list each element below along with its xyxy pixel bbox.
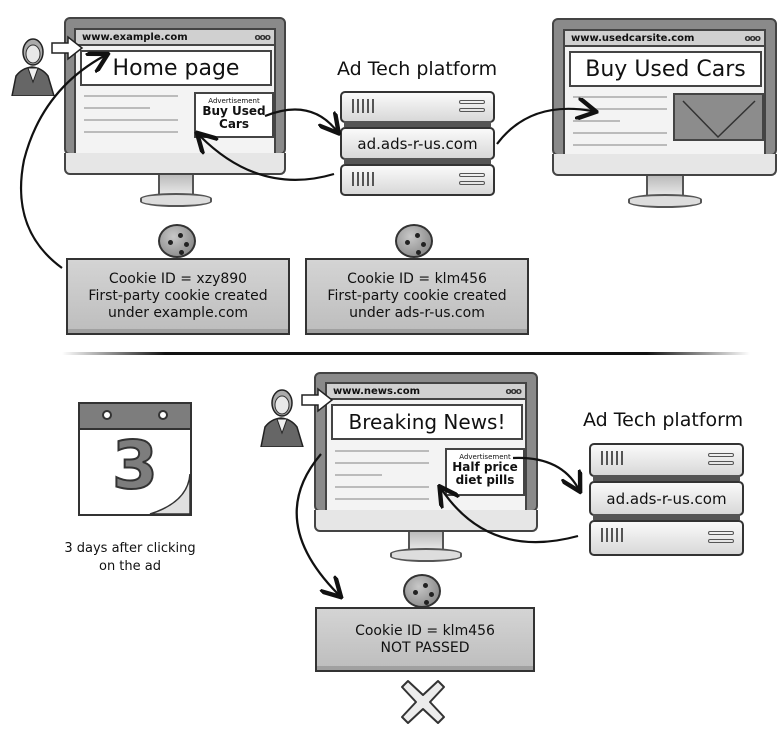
- text-lines: [573, 96, 667, 156]
- server-domain: ad.ads-r-us.com: [606, 489, 727, 508]
- url-text: www.news.com: [333, 386, 420, 397]
- cookie-desc: First-party cookie created: [327, 288, 507, 304]
- url-bar[interactable]: www.example.com ooo: [76, 30, 274, 46]
- monitor-chin: [552, 154, 777, 176]
- cookie-box-ads-r-us: Cookie ID = klm456 First-party cookie cr…: [305, 258, 529, 335]
- ad-text-line2: diet pills: [455, 473, 515, 487]
- window-controls-icon[interactable]: ooo: [744, 34, 761, 44]
- monitor-stand: [646, 176, 684, 198]
- server-domain-unit: ad.ads-r-us.com: [340, 127, 495, 160]
- ad-tech-title-top: Ad Tech platform: [337, 58, 498, 80]
- ad-text-line2: Cars: [219, 117, 249, 131]
- text-lines: [335, 450, 429, 510]
- cookie-status: NOT PASSED: [380, 639, 470, 656]
- cookie-icon: [395, 224, 433, 258]
- calendar-caption: 3 days after clicking on the ad: [45, 540, 215, 576]
- page-headline: Buy Used Cars: [569, 51, 762, 87]
- url-bar[interactable]: www.news.com ooo: [327, 384, 525, 400]
- caption-line2: on the ad: [98, 559, 161, 574]
- caption-line1: 3 days after clicking: [64, 541, 196, 556]
- cookie-id: Cookie ID = klm456: [355, 622, 495, 639]
- window-controls-icon[interactable]: ooo: [505, 387, 522, 397]
- publisher-monitor-top: www.example.com ooo Home page Advertisem…: [64, 17, 286, 209]
- cookie-id: Cookie ID = xzy890: [108, 271, 248, 287]
- server-unit: [589, 443, 744, 477]
- monitor-foot: [390, 548, 462, 562]
- user-avatar-bottom: [259, 385, 305, 448]
- browser-window: www.example.com ooo Home page Advertisem…: [74, 28, 276, 156]
- url-bar[interactable]: www.usedcarsite.com ooo: [565, 31, 764, 47]
- cookie-id: Cookie ID = klm456: [347, 271, 487, 287]
- calendar-day: 3: [111, 426, 159, 505]
- vent-icon: [352, 172, 376, 186]
- server-unit: [589, 520, 744, 556]
- advertiser-monitor: www.usedcarsite.com ooo Buy Used Cars: [552, 18, 777, 210]
- ad-text-line1: Buy Used: [202, 104, 266, 118]
- server-unit: [340, 91, 495, 123]
- url-text: www.example.com: [82, 32, 188, 43]
- ad-tech-server-top: ad.ads-r-us.com: [340, 91, 495, 196]
- monitor-stand: [158, 175, 194, 197]
- server-domain: ad.ads-r-us.com: [357, 134, 478, 153]
- ad-tech-server-bottom: ad.ads-r-us.com: [589, 443, 744, 556]
- vent-icon: [352, 99, 376, 113]
- headline-text: Buy Used Cars: [585, 56, 746, 82]
- advertisement-box[interactable]: Advertisement Buy Used Cars: [194, 92, 274, 138]
- monitor-foot: [140, 193, 212, 207]
- publisher-monitor-bottom: www.news.com ooo Breaking News! Advertis…: [314, 372, 538, 564]
- advertisement-box[interactable]: Advertisement Half price diet pills: [445, 448, 525, 496]
- ad-label: Advertisement: [459, 453, 511, 461]
- cookie-box-example: Cookie ID = xzy890 First-party cookie cr…: [66, 258, 290, 335]
- headline-text: Breaking News!: [348, 410, 506, 434]
- url-text: www.usedcarsite.com: [571, 33, 695, 44]
- cookie-domain: under example.com: [107, 305, 249, 321]
- cookie-domain: under ads-r-us.com: [349, 305, 485, 321]
- ad-label: Advertisement: [208, 97, 260, 105]
- ad-text-line1: Half price: [452, 460, 518, 474]
- headline-text: Home page: [112, 55, 240, 81]
- cookie-icon: [403, 574, 441, 608]
- monitor-foot: [628, 194, 702, 208]
- browser-window: www.usedcarsite.com ooo Buy Used Cars: [563, 29, 766, 157]
- monitor-chin: [64, 153, 286, 175]
- x-mark-icon: [401, 680, 445, 724]
- ad-tech-title-bottom: Ad Tech platform: [583, 409, 744, 431]
- image-placeholder: [673, 93, 764, 141]
- vent-icon: [601, 451, 625, 465]
- monitor-chin: [314, 510, 538, 532]
- page-headline: Breaking News!: [331, 404, 523, 440]
- text-lines: [84, 95, 178, 143]
- browser-window: www.news.com ooo Breaking News! Advertis…: [325, 382, 527, 512]
- vent-icon: [601, 528, 625, 542]
- calendar-header: [78, 402, 192, 430]
- section-divider: [62, 352, 750, 355]
- cookie-box-not-passed: Cookie ID = klm456 NOT PASSED: [315, 607, 535, 672]
- calendar-icon: 3: [78, 402, 192, 516]
- page-headline: Home page: [80, 50, 272, 86]
- window-controls-icon[interactable]: ooo: [254, 33, 271, 43]
- cookie-desc: First-party cookie created: [88, 288, 268, 304]
- server-domain-unit: ad.ads-r-us.com: [589, 481, 744, 516]
- user-avatar-top: [10, 34, 56, 97]
- cookie-icon: [158, 224, 196, 258]
- server-unit: [340, 164, 495, 196]
